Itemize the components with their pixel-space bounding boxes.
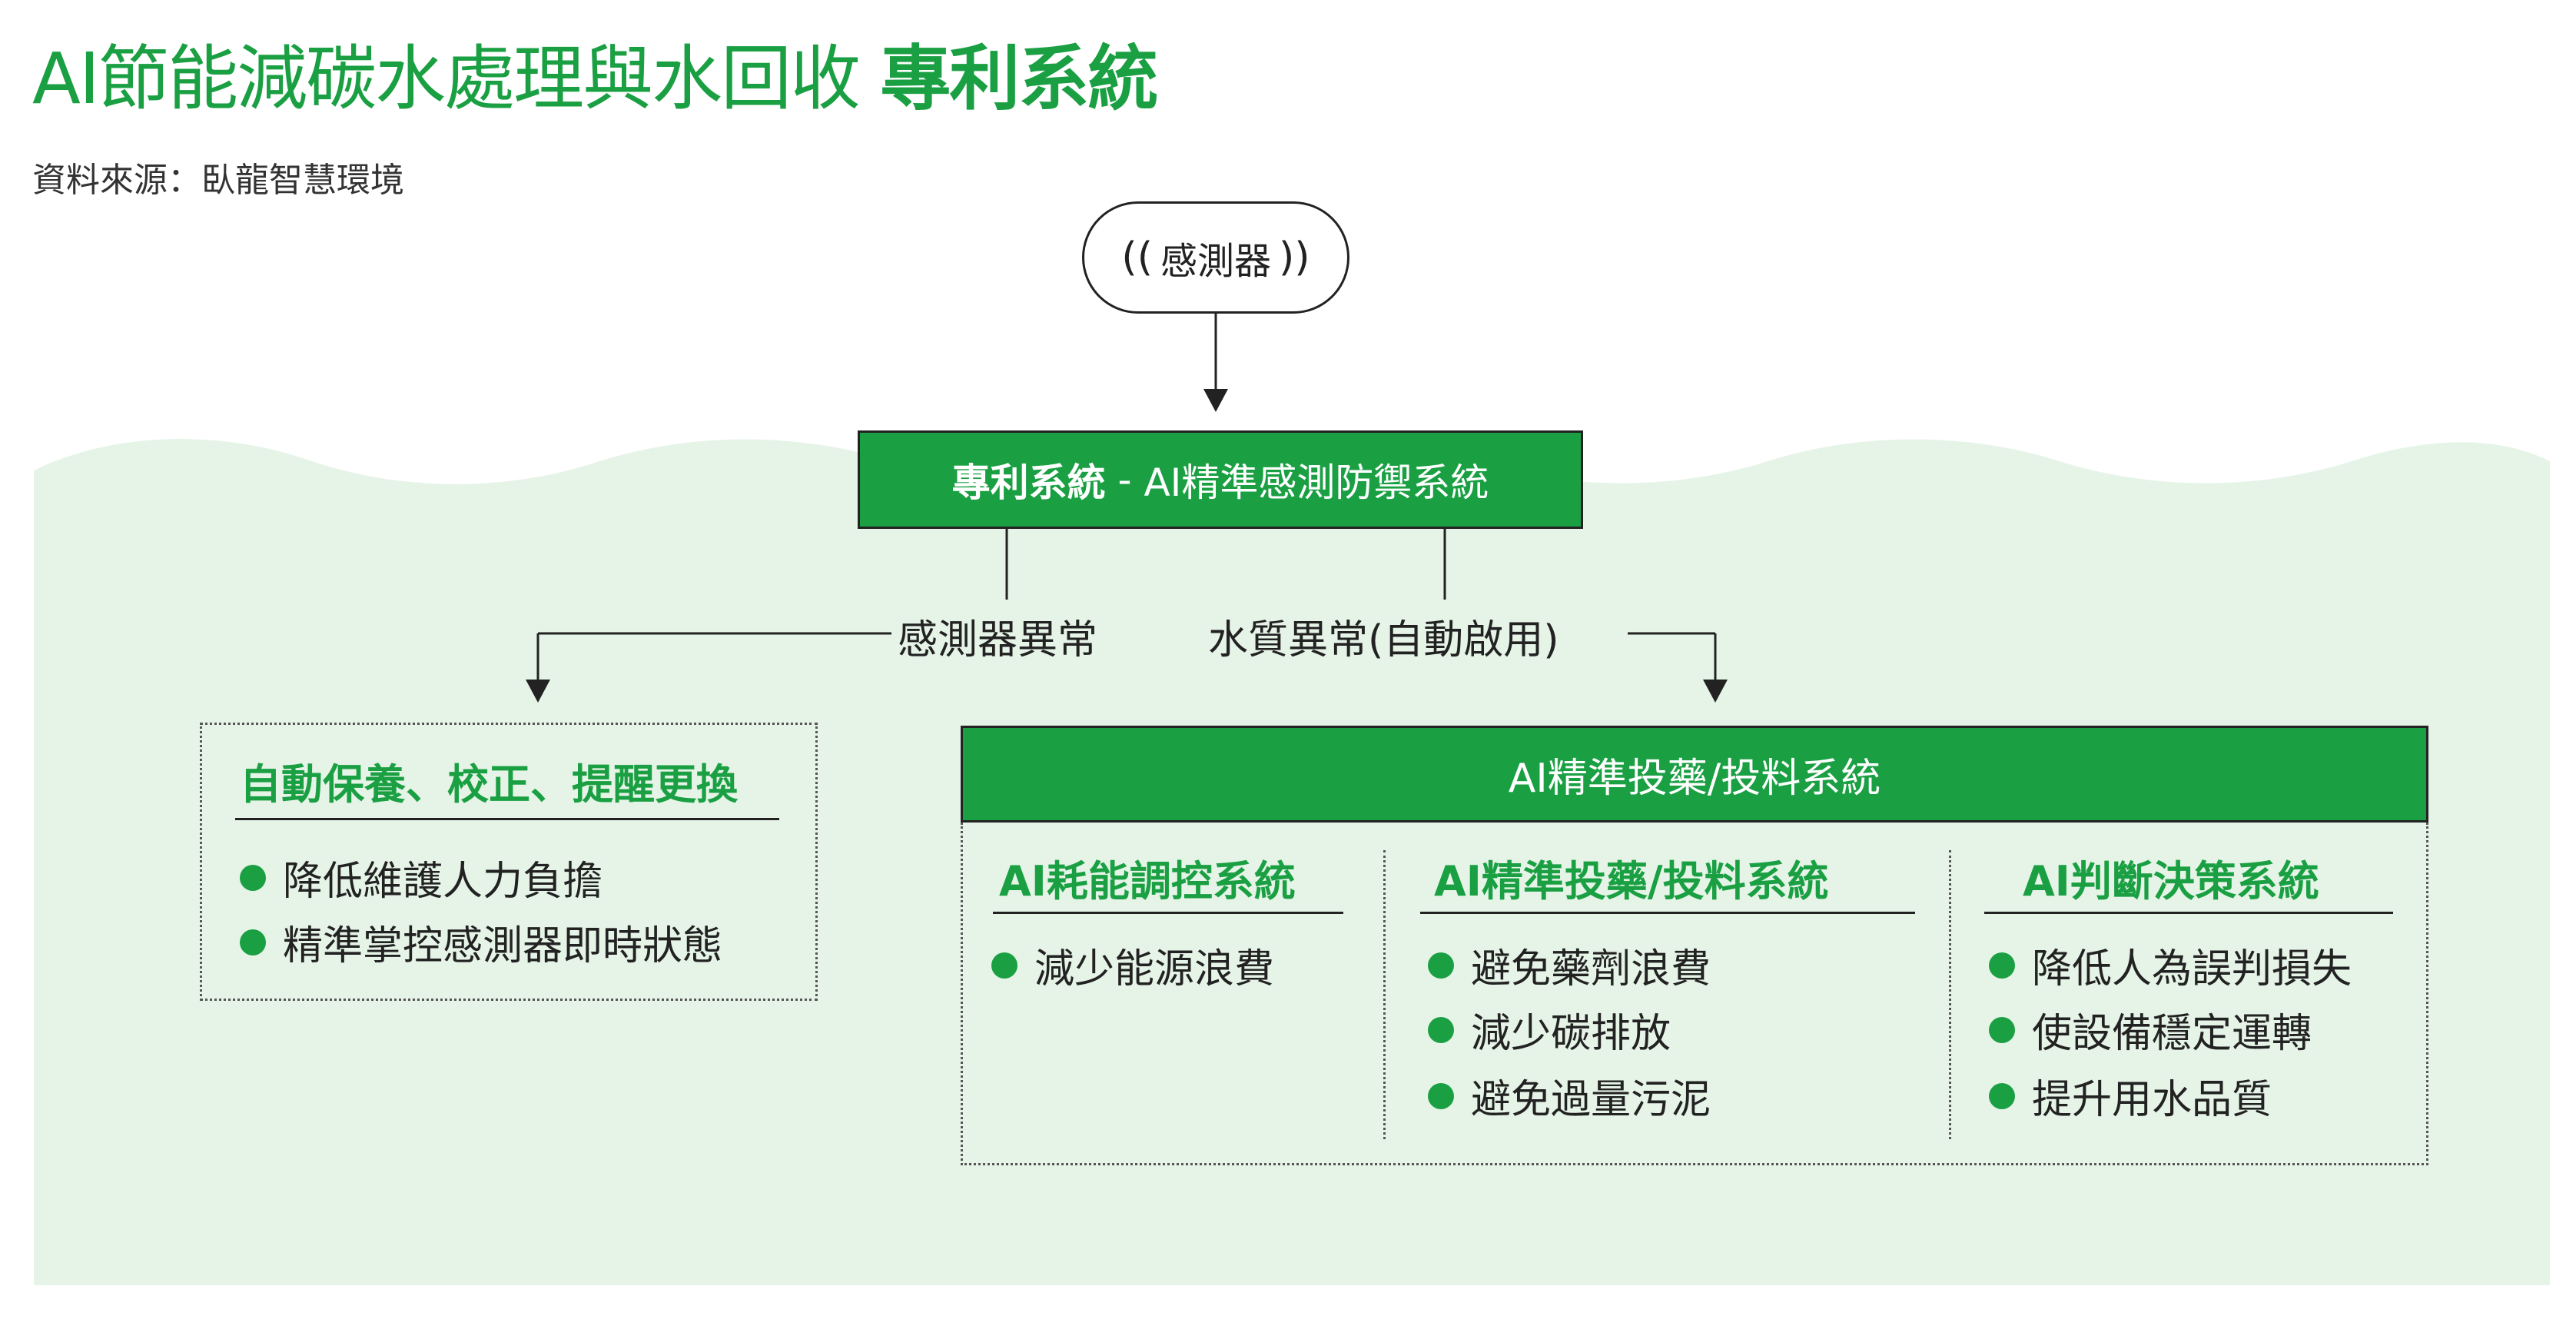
decision-system-heading: AI判斷決策系統	[2023, 857, 2319, 906]
list-item: 避免藥劑浪費	[1428, 936, 1711, 994]
dosing-system-box: AI精準投藥/投料系統	[961, 726, 2428, 823]
wave-background	[34, 439, 2550, 1286]
signal-right-icon: ))	[1279, 234, 1310, 281]
left-branch-arrow-head	[526, 680, 550, 703]
column-heading-underline	[1420, 912, 1915, 914]
bullet-icon	[1989, 952, 2015, 979]
sensor-label: 感測器	[1160, 240, 1271, 283]
bullet-icon	[1989, 1082, 2015, 1109]
maintenance-heading-underline	[235, 818, 779, 820]
list-item: 提升用水品質	[1989, 1067, 2272, 1125]
title-main: AI節能減碳水處理與水回收	[32, 38, 861, 120]
right-branch-arrow-head	[1703, 680, 1728, 703]
bullet-icon	[240, 929, 266, 955]
source-note: 資料來源：臥龍智慧環境	[32, 161, 404, 200]
energy-control-heading: AI耗能調控系統	[999, 857, 1296, 906]
list-item: 減少能源浪費	[991, 936, 1274, 994]
patent-name: AI精準感測防禦系統	[1144, 460, 1489, 505]
bullet-icon	[1428, 1082, 1454, 1109]
patent-separator: -	[1105, 457, 1144, 502]
maintenance-panel	[200, 723, 818, 1001]
column-divider	[1383, 850, 1386, 1139]
page-title: AI節能減碳水處理與水回收 專利系統	[32, 38, 1158, 120]
sensor-arrow-head	[1203, 389, 1228, 412]
patent-prefix: 專利系統	[951, 460, 1106, 505]
precise-dosing-heading: AI精準投藥/投料系統	[1434, 857, 1829, 906]
bullet-icon	[1989, 1016, 2015, 1043]
list-item: 降低維護人力負擔	[240, 849, 603, 906]
list-item: 降低人為誤判損失	[1989, 936, 2352, 994]
list-item: 避免過量污泥	[1428, 1067, 1711, 1125]
maintenance-heading: 自動保養、校正、提醒更換	[240, 760, 738, 809]
bullet-icon	[991, 952, 1017, 979]
list-item: 精準掌控感測器即時狀態	[240, 913, 722, 971]
title-emphasis: 專利系統	[880, 38, 1158, 120]
column-heading-underline	[993, 912, 1343, 914]
water-anomaly-label: 水質異常(自動啟用)	[1208, 617, 1559, 663]
dosing-system-panel	[961, 823, 2428, 1165]
signal-left-icon: ((	[1121, 234, 1153, 281]
patent-system-box: 專利系統 - AI精準感測防禦系統	[858, 430, 1583, 529]
sensor-anomaly-label: 感測器異常	[898, 617, 1098, 663]
sensor-node: (( 感測器 ))	[1082, 201, 1349, 314]
column-divider	[1949, 850, 1951, 1139]
bullet-icon	[240, 864, 266, 891]
column-heading-underline	[1984, 912, 2393, 914]
list-item: 使設備穩定運轉	[1989, 1001, 2312, 1058]
list-item: 減少碳排放	[1428, 1001, 1671, 1058]
bullet-icon	[1428, 1016, 1454, 1043]
bullet-icon	[1428, 952, 1454, 979]
